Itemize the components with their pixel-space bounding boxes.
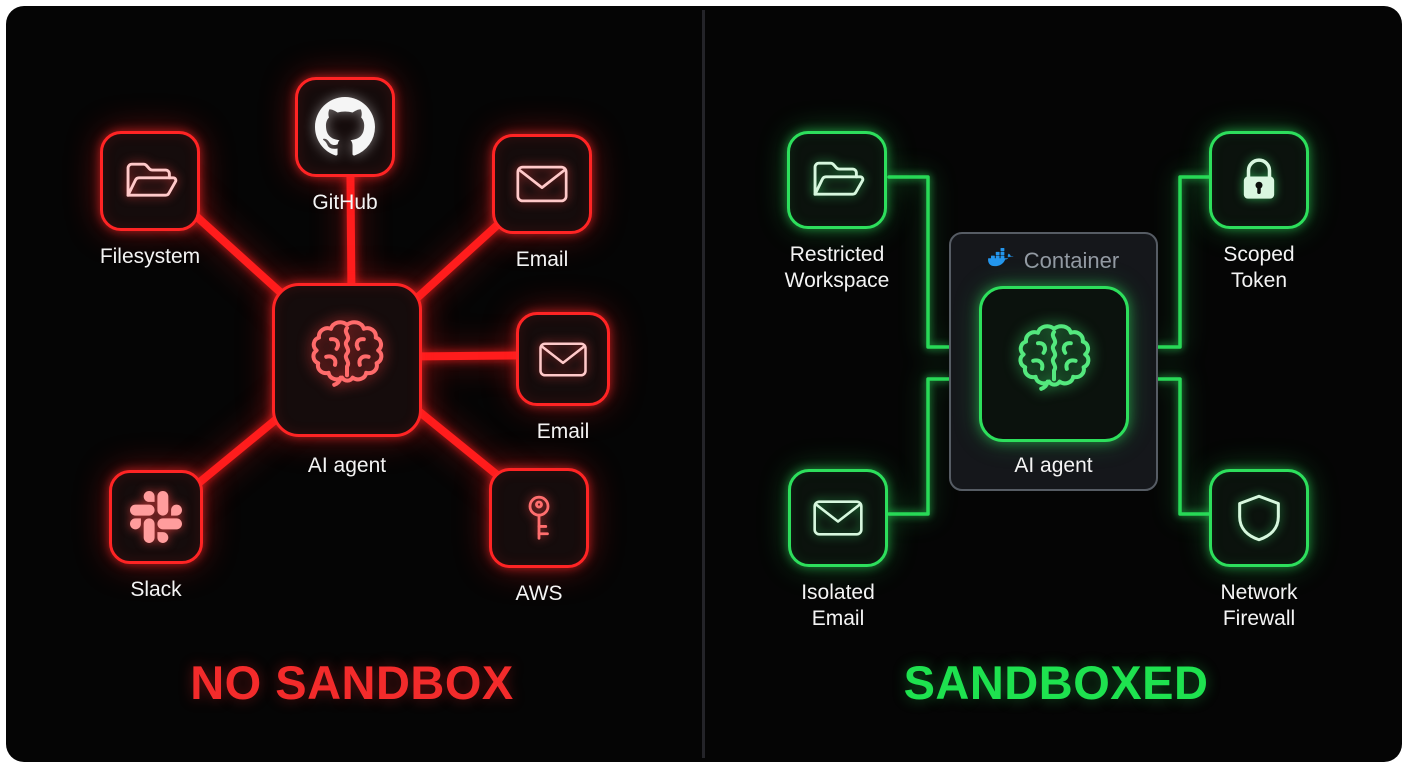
node-label: AI agent [1014, 454, 1093, 477]
envelope-icon [492, 134, 592, 234]
lock-icon [1209, 131, 1309, 229]
node-label: Slack [130, 578, 182, 601]
node-email-top: Email [467, 134, 617, 273]
node-label: Restricted Workspace [784, 243, 890, 292]
container-header: Container [987, 246, 1120, 276]
node-label: Email [536, 420, 590, 443]
folder-icon [100, 131, 200, 231]
node-label: Isolated Email [801, 581, 875, 630]
panel-divider [702, 10, 705, 758]
node-filesystem: Filesystem [75, 131, 225, 270]
shield-icon [1209, 469, 1309, 567]
right-title: SANDBOXED [903, 656, 1209, 709]
left-title: NO SANDBOX [190, 656, 514, 709]
container-label: Container [1023, 248, 1120, 273]
folder-icon [787, 131, 887, 229]
node-aws: AWS [464, 468, 614, 607]
key-icon [489, 468, 589, 568]
node-label: GitHub [312, 191, 378, 214]
node-label: Filesystem [99, 245, 201, 268]
node-github: GitHub [270, 77, 420, 216]
github-icon [295, 77, 395, 177]
docker-icon [987, 248, 1015, 274]
envelope-icon [788, 469, 888, 567]
container-box: Container AI agent [949, 232, 1158, 491]
node-email-right: Email [488, 312, 638, 445]
brain-icon [272, 283, 422, 437]
brain-icon [978, 286, 1129, 442]
slack-icon [109, 470, 203, 564]
node-restricted-workspace: Restricted Workspace [772, 131, 902, 293]
node-label: AI agent [307, 454, 387, 477]
node-network-firewall: Network Firewall [1194, 469, 1324, 631]
node-label: AWS [515, 582, 563, 605]
node-label: Network Firewall [1220, 581, 1298, 630]
node-slack: Slack [81, 470, 231, 603]
node-ai-agent-left: AI agent [272, 283, 422, 479]
node-label: Email [515, 248, 569, 271]
node-isolated-email: Isolated Email [773, 469, 903, 631]
envelope-icon [516, 312, 610, 406]
node-label: Scoped Token [1223, 243, 1295, 292]
node-scoped-token: Scoped Token [1194, 131, 1324, 293]
